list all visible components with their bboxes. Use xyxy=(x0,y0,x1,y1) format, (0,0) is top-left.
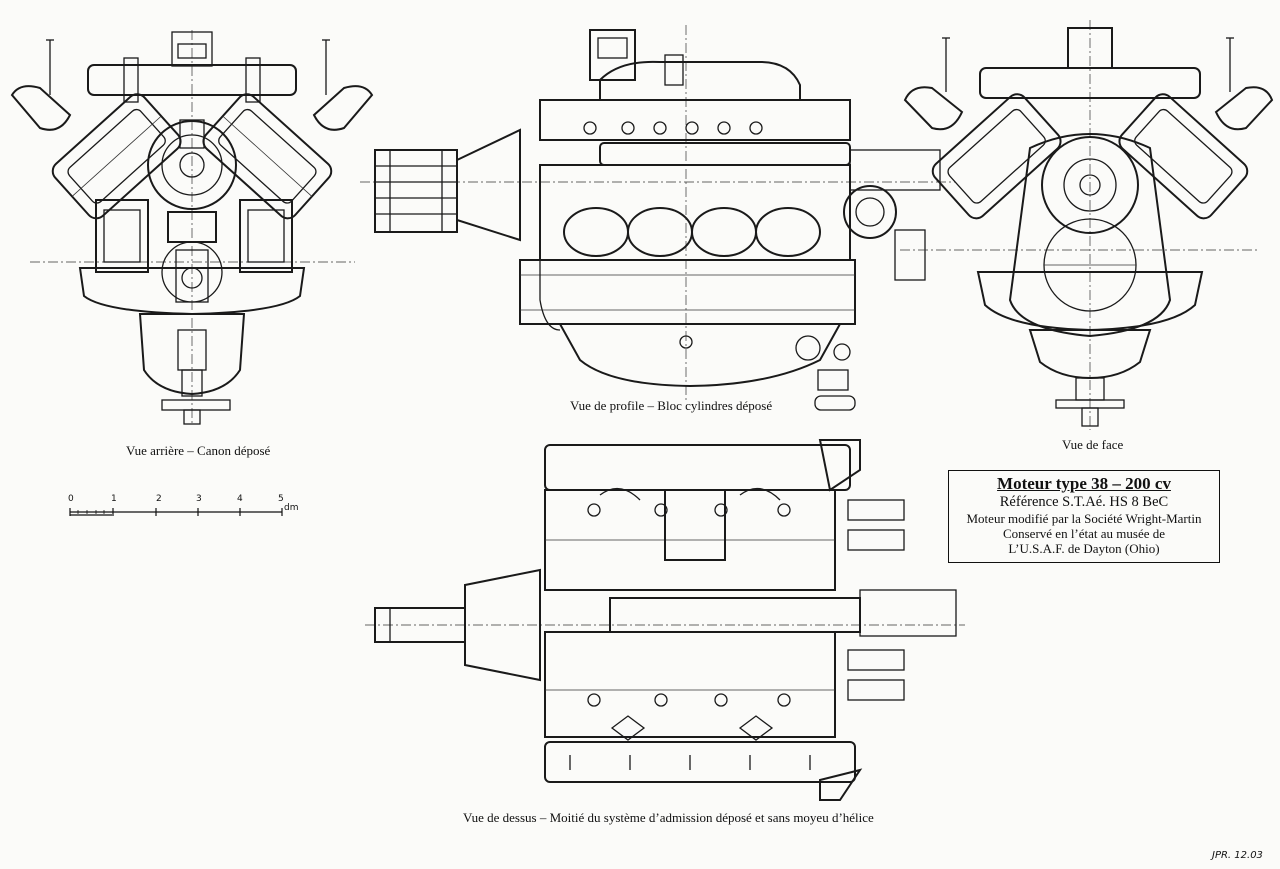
scale-tick-label: 2 xyxy=(156,494,162,504)
museum-location: L’U.S.A.F. de Dayton (Ohio) xyxy=(1008,541,1160,556)
rear-view-drawing xyxy=(10,30,374,425)
rear-view-caption: Vue arrière – Canon déposé xyxy=(126,443,271,458)
engine-title: Moteur type 38 – 200 cv xyxy=(997,474,1171,493)
author-signature: JPR. 12.03 xyxy=(1212,850,1263,861)
front-view-drawing xyxy=(900,20,1274,430)
modification-note: Moteur modifié par la Société Wright-Mar… xyxy=(966,511,1202,526)
front-view-caption: Vue de face xyxy=(1062,437,1124,452)
top-view-caption: Vue de dessus – Moitié du système d’admi… xyxy=(463,810,874,825)
museum-note: Conservé en l’état au musée de xyxy=(1002,526,1166,541)
scale-tick-label: 0 xyxy=(68,494,74,504)
scale-ruler xyxy=(69,508,283,516)
engine-reference: Référence S.T.Aé. HS 8 BeC xyxy=(999,494,1169,510)
scale-tick-label: 5 xyxy=(278,494,284,504)
scale-tick-label: 3 xyxy=(196,494,202,504)
title-cartouche: Moteur type 38 – 200 cv Référence S.T.Aé… xyxy=(948,470,1220,563)
scale-tick-label: 4 xyxy=(237,494,243,504)
top-view-drawing xyxy=(365,439,965,801)
profile-view-caption: Vue de profile – Bloc cylindres déposé xyxy=(570,398,773,413)
scale-tick-label: 1 xyxy=(111,494,117,504)
scale-unit-label: dm xyxy=(284,503,299,513)
profile-view-drawing xyxy=(360,25,955,411)
scale-bar: 0 1 2 3 4 5 dm xyxy=(66,494,306,520)
